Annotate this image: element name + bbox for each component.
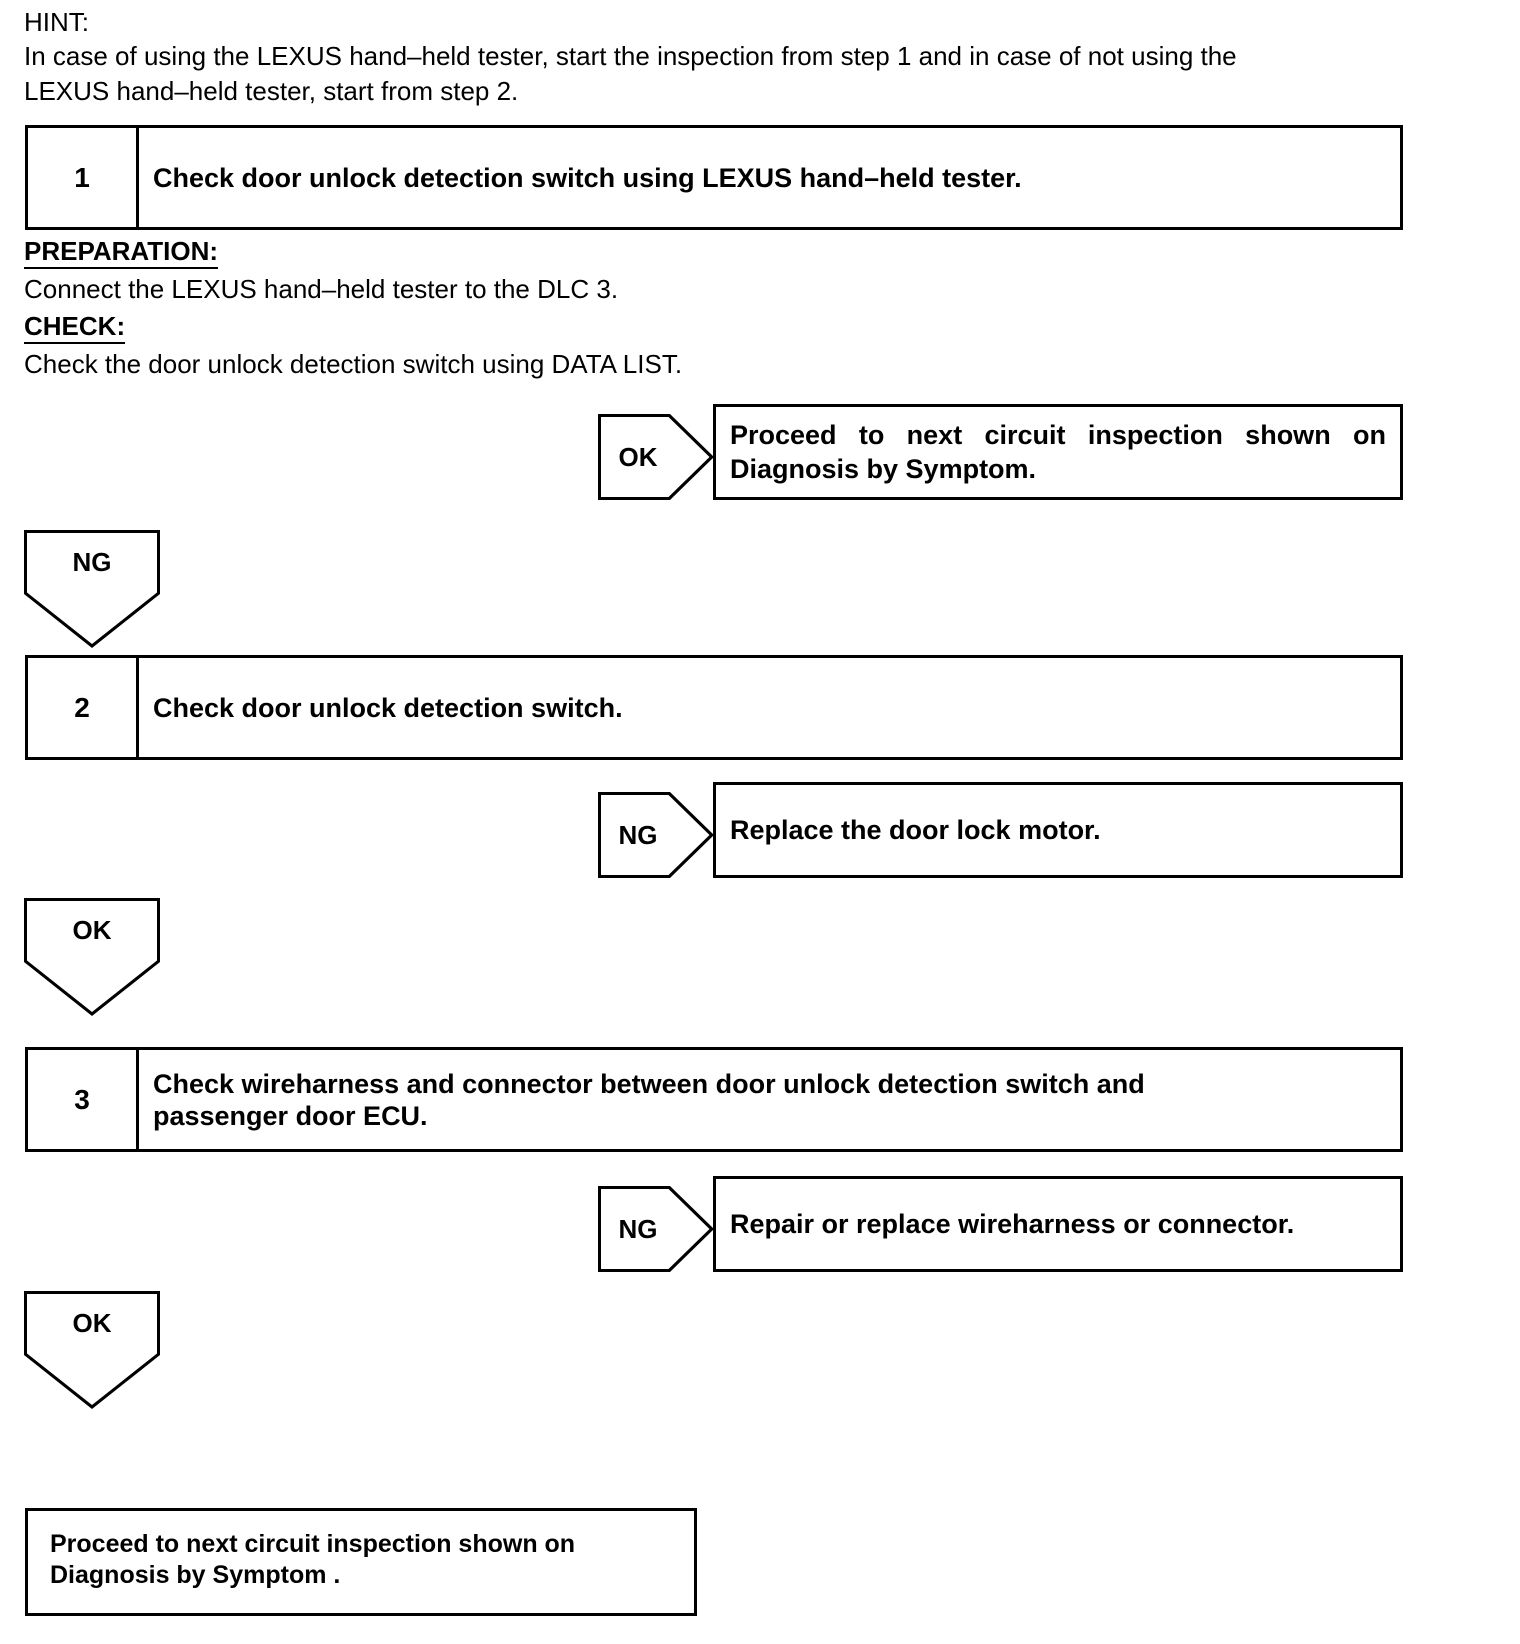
flow-connector-ng-1: NG [24, 530, 160, 648]
result-box-2-line-1: Replace the door lock motor. [730, 815, 1101, 845]
hint-label: HINT: [24, 7, 89, 37]
preparation-text: Connect the LEXUS hand–held tester to th… [24, 274, 619, 304]
step-title-3-wrap: Check wireharness and connector between … [153, 1068, 1145, 1132]
judgement-arrow-ok-1: OK [598, 414, 714, 500]
flow-connector-label-3: OK [72, 1307, 112, 1338]
flow-connector-label-1: NG [72, 546, 112, 577]
step-title-3-line-2: passenger door ECU. [153, 1100, 428, 1131]
step-box-1: 1 Check door unlock detection switch usi… [25, 125, 1403, 230]
result-box-2: Replace the door lock motor. [713, 782, 1403, 878]
flow-connector-label-2: OK [72, 914, 112, 945]
step-title-2-text: Check door unlock detection switch. [153, 692, 623, 723]
check-heading-wrap: CHECK: [24, 311, 1024, 347]
flow-connector-ok-3: OK [24, 1291, 160, 1409]
final-result-line-1: Proceed to next circuit inspection shown… [50, 1530, 576, 1558]
judgement-arrow-ng-3: NG [598, 1186, 714, 1272]
hint-block: HINT: In case of using the LEXUS hand–he… [24, 6, 1404, 109]
check-text: Check the door unlock detection switch u… [24, 349, 683, 379]
preparation-check-block: PREPARATION: Connect the LEXUS hand–held… [24, 236, 1024, 386]
hint-line-1: In case of using the LEXUS hand–held tes… [24, 41, 1237, 71]
flow-connector-ok-2: OK [24, 898, 160, 1016]
result-box-1: Proceed to next circuit inspection shown… [713, 404, 1403, 500]
preparation-heading-wrap: PREPARATION: [24, 236, 1024, 272]
judgement-label-1: OK [618, 441, 658, 472]
result-box-3: Repair or replace wireharness or connect… [713, 1176, 1403, 1272]
step-title-2: Check door unlock detection switch. [139, 658, 1400, 757]
judgement-label-3: NG [618, 1213, 658, 1244]
check-heading: CHECK: [24, 311, 126, 344]
result-box-1-line-2: Diagnosis by Symptom. [730, 454, 1037, 484]
step-number-1: 1 [28, 128, 139, 227]
step-title-1: Check door unlock detection switch using… [139, 128, 1400, 227]
step-title-3: Check wireharness and connector between … [139, 1050, 1400, 1149]
final-result-box: Proceed to next circuit inspection shown… [25, 1508, 697, 1616]
step-box-2: 2 Check door unlock detection switch. [25, 655, 1403, 760]
step-title-3-line-1: Check wireharness and connector between … [153, 1068, 1145, 1099]
preparation-heading: PREPARATION: [24, 236, 219, 269]
step-box-3: 3 Check wireharness and connector betwee… [25, 1047, 1403, 1152]
final-result-line-2: Diagnosis by Symptom . [50, 1561, 341, 1589]
step-number-2: 2 [28, 658, 139, 757]
result-box-3-line-1: Repair or replace wireharness or connect… [730, 1209, 1295, 1239]
step-number-3: 3 [28, 1050, 139, 1149]
hint-line-2: LEXUS hand–held tester, start from step … [24, 76, 519, 106]
result-box-1-text: Proceed to next circuit inspection shown… [730, 418, 1386, 486]
judgement-label-2: NG [618, 819, 658, 850]
step-title-1-text: Check door unlock detection switch using… [153, 162, 1022, 193]
judgement-arrow-ng-2: NG [598, 792, 714, 878]
result-box-1-line-1: Proceed to next circuit inspection shown… [730, 420, 1386, 450]
